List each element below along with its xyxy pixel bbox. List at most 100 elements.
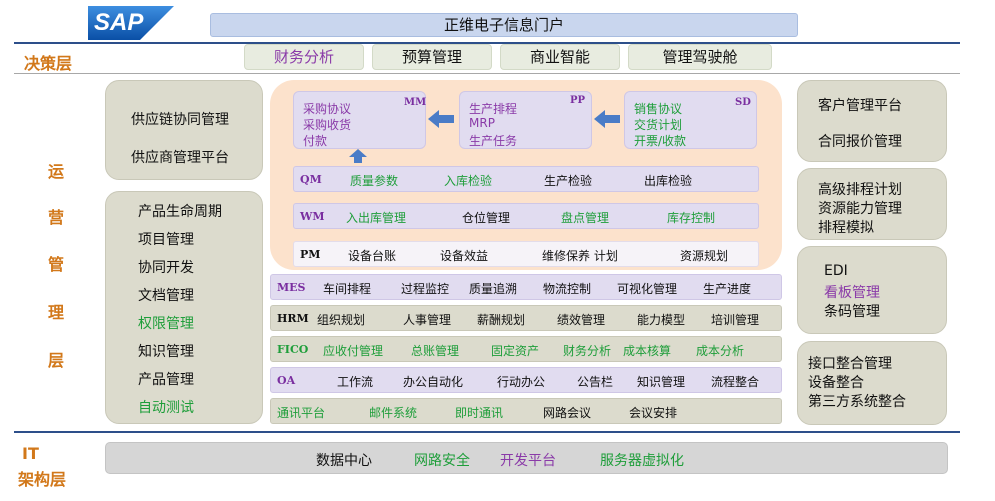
edi-item: 条码管理 xyxy=(824,304,880,320)
operation-layer-label-2: 营 xyxy=(48,208,65,227)
edi-item: 看板管理 xyxy=(824,285,880,301)
oa-item: 公告栏 xyxy=(577,375,614,389)
hrm-code: HRM xyxy=(277,312,309,325)
hrm-row: HRM 组织规划 人事管理 薪酬规划 绩效管理 能力模型 培训管理 xyxy=(270,305,782,331)
comm-item: 网路会议 xyxy=(543,406,592,420)
hrm-item: 绩效管理 xyxy=(557,313,606,327)
it-item: 数据中心 xyxy=(316,453,372,469)
sd-line: 开票/收款 xyxy=(634,134,687,148)
integration-box: 接口整合管理 设备整合 第三方系统整合 xyxy=(797,341,947,425)
decision-budget-management: 预算管理 xyxy=(372,44,492,70)
mes-item: 生产进度 xyxy=(703,282,752,296)
qm-row: QM 质量参数 入库检验 生产检验 出库检验 xyxy=(293,166,759,192)
sd-code: SD xyxy=(735,97,751,108)
communication-row: 通讯平台 邮件系统 即时通讯 网路会议 会议安排 xyxy=(270,398,782,424)
oa-code: OA xyxy=(277,374,296,387)
hrm-item: 培训管理 xyxy=(711,313,760,327)
fico-code: FICO xyxy=(277,343,309,356)
fico-item: 固定资产 xyxy=(491,344,540,358)
crm-box: 客户管理平台 合同报价管理 xyxy=(797,80,947,162)
hrm-item: 能力模型 xyxy=(637,313,686,327)
arrow-left-icon xyxy=(428,110,454,128)
qm-item: 入库检验 xyxy=(444,174,493,188)
supply-chain-collab: 供应链协同管理 xyxy=(131,112,229,128)
arrow-left-icon xyxy=(594,110,620,128)
oa-item: 工作流 xyxy=(337,375,374,389)
mes-item: 过程监控 xyxy=(401,282,450,296)
decision-business-intelligence: 商业智能 xyxy=(500,44,620,70)
plm-item: 产品生命周期 xyxy=(138,204,222,220)
pp-module: PP 生产排程 MRP 生产任务 xyxy=(459,91,592,149)
sap-logo-text: SAP xyxy=(94,9,144,36)
mes-item: 车间排程 xyxy=(323,282,372,296)
aps-item: 高级排程计划 xyxy=(818,182,902,198)
crm-item: 客户管理平台 xyxy=(818,98,902,114)
fico-row: FICO 应收付管理 总账管理 固定资产 财务分析 成本核算 成本分析 xyxy=(270,336,782,362)
qm-code: QM xyxy=(300,173,322,186)
qm-item: 质量参数 xyxy=(350,174,399,188)
mes-code: MES xyxy=(277,281,306,294)
it-item: 服务器虚拟化 xyxy=(600,453,684,469)
top-divider xyxy=(14,42,960,44)
pp-code: PP xyxy=(570,95,586,106)
decision-financial-analysis: 财务分析 xyxy=(244,44,364,70)
mm-line: 采购协议 xyxy=(303,102,352,116)
aps-box: 高级排程计划 资源能力管理 排程模拟 xyxy=(797,168,947,240)
sap-logo: SAP xyxy=(88,6,174,40)
wm-item: 库存控制 xyxy=(667,211,716,225)
mm-line: 采购收货 xyxy=(303,118,352,132)
integration-item: 接口整合管理 xyxy=(808,356,892,372)
comm-item: 邮件系统 xyxy=(369,406,418,420)
operation-layer-label-1: 运 xyxy=(48,162,65,181)
plm-item: 知识管理 xyxy=(138,344,194,360)
mm-code: MM xyxy=(404,97,427,108)
pp-line: 生产任务 xyxy=(469,134,518,148)
decision-management-cockpit: 管理驾驶舱 xyxy=(628,44,772,70)
plm-item: 权限管理 xyxy=(138,316,194,332)
portal-title: 正维电子信息门户 xyxy=(210,13,798,37)
plm-item: 自动测试 xyxy=(138,400,194,416)
mm-line: 付款 xyxy=(303,134,328,148)
arrow-up-icon xyxy=(349,149,367,163)
wm-item: 仓位管理 xyxy=(462,211,511,225)
sd-module: SD 销售协议 交货计划 开票/收款 xyxy=(624,91,757,149)
oa-item: 行动办公 xyxy=(497,375,546,389)
mm-module: MM 采购协议 采购收货 付款 xyxy=(293,91,426,149)
fico-item: 财务分析 xyxy=(563,344,612,358)
it-layer-label-2: 架构层 xyxy=(18,470,67,489)
oa-item: 知识管理 xyxy=(637,375,686,389)
pm-code: PM xyxy=(300,248,321,261)
fico-item: 成本分析 xyxy=(696,344,745,358)
supplier-platform: 供应商管理平台 xyxy=(131,150,229,166)
pm-item: 资源规划 xyxy=(680,249,729,263)
mes-item: 物流控制 xyxy=(543,282,592,296)
pm-item: 维修保养 计划 xyxy=(542,249,618,263)
mes-item: 质量追溯 xyxy=(469,282,518,296)
hrm-item: 薪酬规划 xyxy=(477,313,526,327)
edi-box: EDI 看板管理 条码管理 xyxy=(797,246,947,334)
it-layer-label-1: IT xyxy=(22,444,39,463)
pm-item: 设备台账 xyxy=(348,249,397,263)
hrm-item: 人事管理 xyxy=(403,313,452,327)
hrm-item: 组织规划 xyxy=(317,313,366,327)
oa-item: 办公自动化 xyxy=(403,375,464,389)
comm-item: 即时通讯 xyxy=(455,406,504,420)
edi-item: EDI xyxy=(824,263,848,279)
plm-item: 文档管理 xyxy=(138,288,194,304)
it-divider xyxy=(14,431,960,433)
crm-item: 合同报价管理 xyxy=(818,134,902,150)
operation-layer-label-3: 管 xyxy=(48,255,65,274)
wm-code: WM xyxy=(300,210,325,223)
plm-box: 产品生命周期 项目管理 协同开发 文档管理 权限管理 知识管理 产品管理 自动测… xyxy=(105,191,263,424)
integration-item: 设备整合 xyxy=(808,375,864,391)
fico-item: 成本核算 xyxy=(623,344,672,358)
it-architecture-bar: 数据中心 网路安全 开发平台 服务器虚拟化 xyxy=(105,442,948,474)
decision-layer-label: 决策层 xyxy=(24,54,73,73)
pp-line: 生产排程 xyxy=(469,102,518,116)
wm-row: WM 入出库管理 仓位管理 盘点管理 库存控制 xyxy=(293,203,759,229)
pp-line: MRP xyxy=(469,116,495,130)
fico-item: 应收付管理 xyxy=(323,344,384,358)
aps-item: 资源能力管理 xyxy=(818,201,902,217)
oa-row: OA 工作流 办公自动化 行动办公 公告栏 知识管理 流程整合 xyxy=(270,367,782,393)
plm-item: 项目管理 xyxy=(138,232,194,248)
